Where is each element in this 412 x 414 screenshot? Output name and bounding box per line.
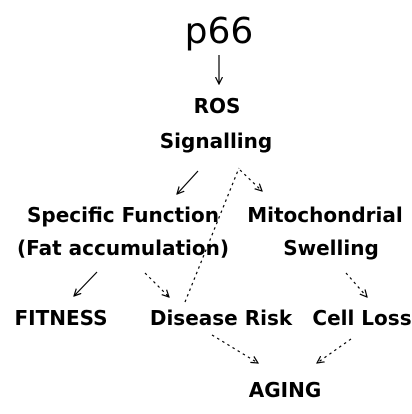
node-disease-risk: Disease Risk xyxy=(149,306,293,330)
node-ros-line2: Signalling xyxy=(159,129,273,153)
node-mitochondrial-line2: Swelling xyxy=(283,236,379,260)
node-p66: p66 xyxy=(184,11,254,52)
node-specific-function-line1: Specific Function xyxy=(26,203,220,227)
node-aging: AGING xyxy=(248,378,322,402)
edge-specific-function-to-disease-risk xyxy=(144,272,169,297)
node-cell-loss: Cell Loss xyxy=(312,306,412,330)
edge-mitochondrial-swelling-to-cell-loss xyxy=(345,272,367,297)
edge-specific-function-to-fitness xyxy=(74,271,98,296)
node-mitochondrial-line1: Mitochondrial xyxy=(247,203,403,227)
edge-ros-to-specific-function xyxy=(177,170,199,194)
edge-ros-to-mitochondrial-swelling xyxy=(239,169,262,191)
edge-disease-risk-to-ros xyxy=(184,167,240,303)
node-specific-function-line2: (Fat accumulation) xyxy=(16,236,230,260)
node-ros-line1: ROS xyxy=(193,94,241,118)
edge-cell-loss-to-aging xyxy=(317,338,352,363)
node-fitness: FITNESS xyxy=(14,306,108,330)
edge-disease-risk-to-aging xyxy=(211,334,258,363)
